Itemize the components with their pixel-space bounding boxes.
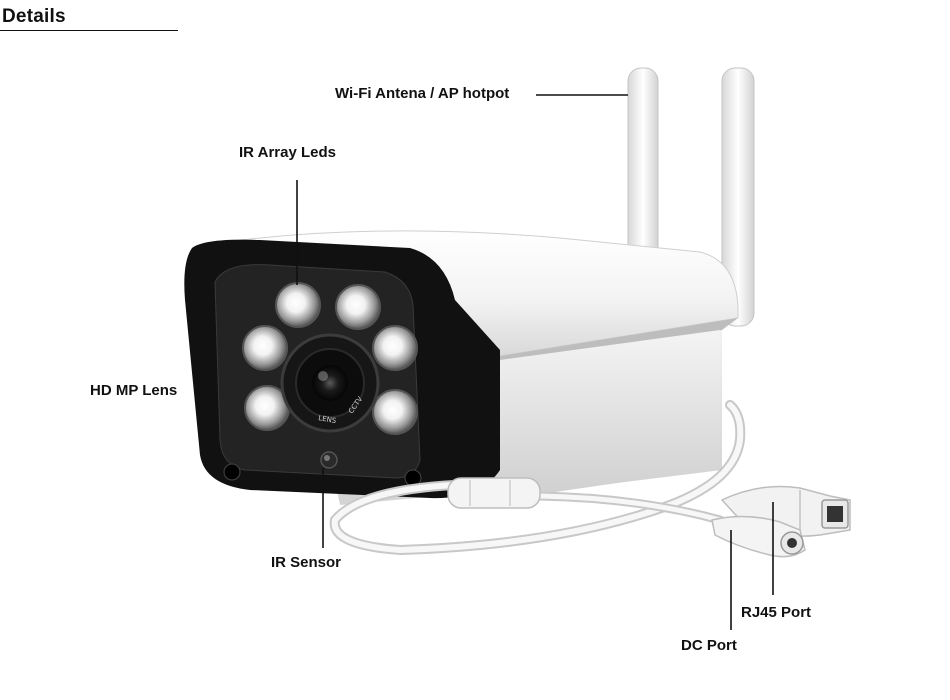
section-header: Details	[0, 6, 178, 31]
camera-cable	[329, 400, 746, 556]
ir-led	[275, 282, 321, 328]
camera-lens: CCTV LENS	[280, 333, 380, 433]
callout-rj45: RJ45 Port	[741, 604, 812, 621]
dc-port	[711, 515, 806, 558]
camera-housing	[223, 230, 739, 505]
ir-led	[242, 325, 288, 371]
ir-led	[372, 389, 418, 435]
callout-dc: DC Port	[681, 637, 737, 654]
section-title: Details	[2, 6, 66, 27]
callout-antenna: Wi-Fi Antena / AP hotpot	[335, 85, 510, 102]
cable-connector	[447, 477, 541, 509]
lens-marking-lens: LENS	[318, 414, 338, 425]
wifi-antenna	[627, 67, 755, 327]
callout-ir-sensor: IR Sensor	[271, 554, 342, 571]
ir-led	[335, 284, 381, 330]
callout-lens: HD MP Lens	[90, 382, 178, 399]
ir-sensor	[320, 451, 338, 469]
callout-lines	[197, 94, 774, 630]
ir-led	[372, 325, 418, 371]
callout-ir-leds: IR Array Leds	[239, 144, 336, 161]
